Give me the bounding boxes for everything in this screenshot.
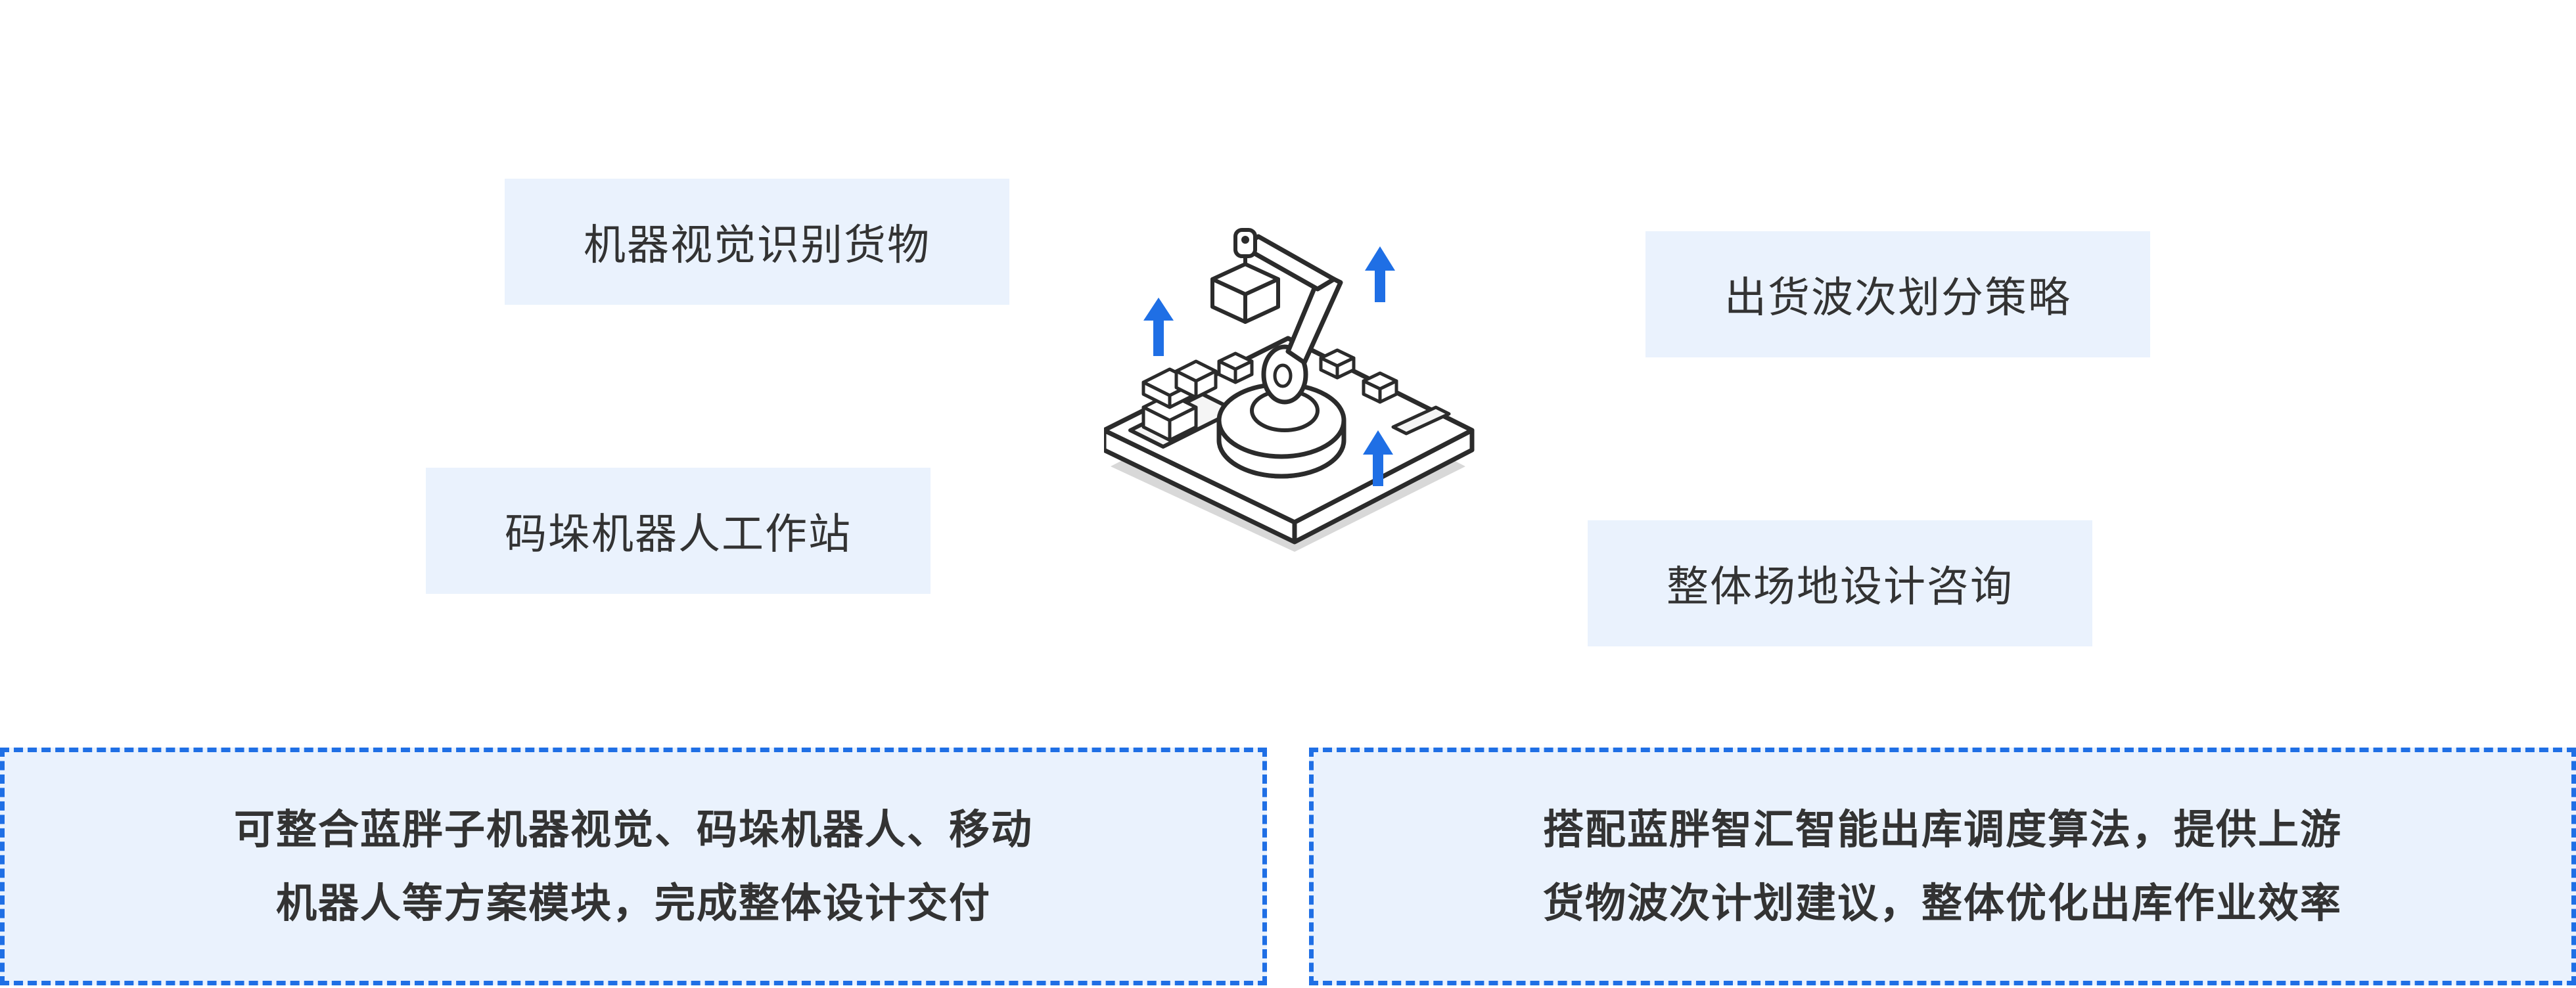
feature-tag-label: 出货波次划分策略 (1724, 274, 2071, 323)
feature-tag-label: 码垛机器人工作站 (505, 510, 852, 559)
feature-tag-vision: 机器视觉识别货物 (505, 179, 1009, 305)
info-box-scheduling: 搭配蓝胖智汇智能出库调度算法，提供上游 货物波次计划建议，整体优化出库作业效率 (1309, 748, 2576, 985)
feature-tag-wave-strategy: 出货波次划分策略 (1645, 231, 2150, 357)
info-box-line: 搭配蓝胖智汇智能出库调度算法，提供上游 (1542, 805, 2342, 853)
info-box-line: 可整合蓝胖子机器视觉、码垛机器人、移动 (233, 805, 1033, 853)
feature-tag-label: 机器视觉识别货物 (584, 221, 931, 270)
robot-arm-workstation-icon (1101, 210, 1485, 578)
feature-tag-site-consulting: 整体场地设计咨询 (1588, 520, 2092, 646)
feature-tag-label: 整体场地设计咨询 (1667, 563, 2013, 612)
info-box-line: 机器人等方案模块，完成整体设计交付 (275, 879, 991, 927)
info-box-line: 货物波次计划建议，整体优化出库作业效率 (1542, 879, 2342, 927)
info-box-integration: 可整合蓝胖子机器视觉、码垛机器人、移动 机器人等方案模块，完成整体设计交付 (0, 748, 1267, 985)
feature-tag-palletizing: 码垛机器人工作站 (426, 468, 931, 594)
